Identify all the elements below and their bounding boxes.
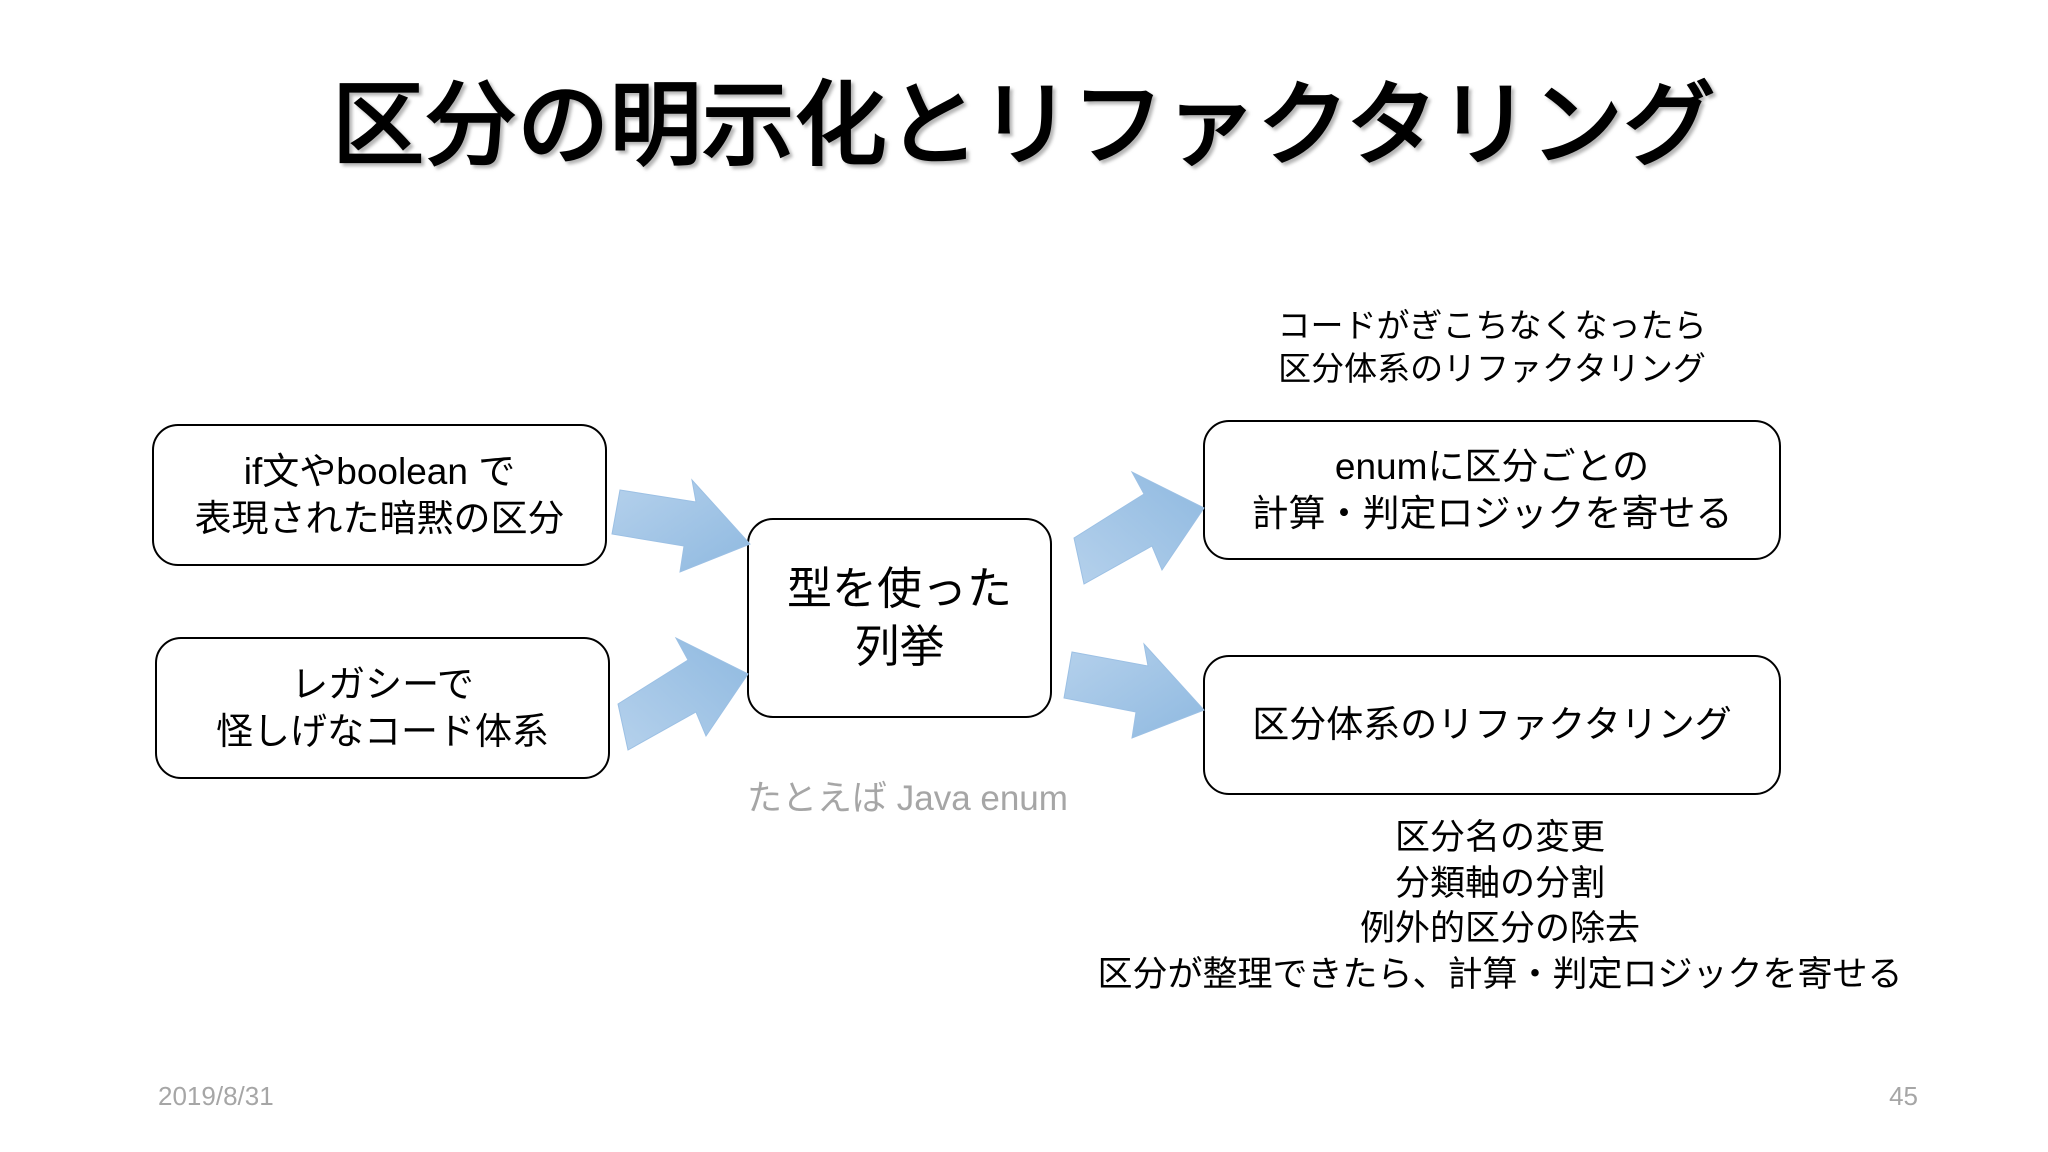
annotation-line: 例外的区分の除去 xyxy=(1359,909,1640,948)
arrow-down-right-icon xyxy=(1058,636,1213,761)
footer-page-number: 45 xyxy=(1889,1081,1918,1111)
node-line: 表現された暗黙の区分 xyxy=(194,498,565,539)
annotation-line: コードがぎこちなくなったら xyxy=(1277,307,1707,344)
diagram-node-legacy-code: レガシーで 怪しげなコード体系 xyxy=(155,637,610,779)
node-line: 区分体系のリファクタリング xyxy=(1252,704,1732,746)
annotation-line: 区分体系のリファクタリング xyxy=(1278,349,1706,387)
diagram-node-refactor-classification: 区分体系のリファクタリング xyxy=(1203,655,1781,795)
annotation-example-label: たとえば Java enum xyxy=(747,779,1068,818)
node-line: 型を使った xyxy=(786,563,1012,615)
annotation-line: 区分名の変更 xyxy=(1394,818,1605,857)
arrow-up-right-icon xyxy=(1062,468,1217,593)
node-line: 怪しげなコード体系 xyxy=(216,711,549,752)
annotation-top-right: コードがぎこちなくなったら 区分体系のリファクタリング xyxy=(1203,305,1781,391)
node-line: enumに区分ごとの xyxy=(1334,445,1650,487)
footer-date: 2019/8/31 xyxy=(158,1081,274,1111)
page-title: 区分の明示化とリファクタリング xyxy=(332,75,1716,177)
annotation-bottom-right: 区分名の変更 分類軸の分割 例外的区分の除去 区分が整理できたら、計算・判定ロジ… xyxy=(1060,815,1940,997)
diagram-node-enum-type: 型を使った 列挙 xyxy=(747,518,1052,718)
annotation-line: 区分が整理できたら、計算・判定ロジックを寄せる xyxy=(1097,954,1903,994)
diagram-node-implicit-classification: if文やboolean で 表現された暗黙の区分 xyxy=(152,424,607,566)
node-line: if文やboolean で xyxy=(243,450,516,492)
arrow-down-right-icon xyxy=(608,472,758,592)
diagram-node-enum-logic: enumに区分ごとの 計算・判定ロジックを寄せる xyxy=(1203,420,1781,560)
annotation-line: 分類軸の分割 xyxy=(1394,863,1605,903)
node-line: 列挙 xyxy=(854,621,945,672)
node-line: 計算・判定ロジックを寄せる xyxy=(1251,493,1733,534)
arrow-up-right-icon xyxy=(604,632,759,757)
node-line: レガシーで xyxy=(291,663,474,705)
